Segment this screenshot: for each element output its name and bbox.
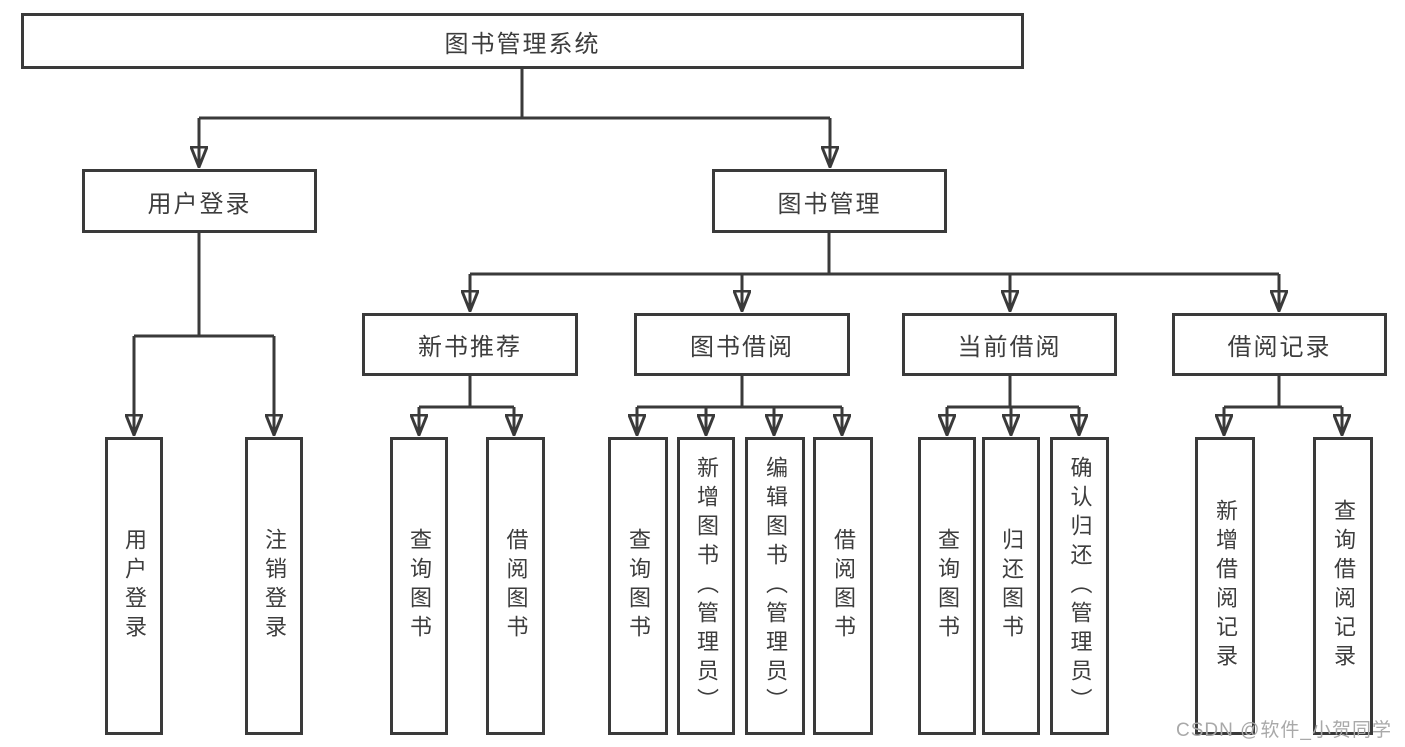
leaf-logout: 注销登录 (245, 437, 303, 735)
leaf-query-books-borrow: 查询图书 (608, 437, 668, 735)
csdn-watermark: CSDN @软件_小贺同学 (1176, 720, 1392, 741)
node-new-book-recommend: 新书推荐 (362, 313, 578, 376)
node-user-login: 用户登录 (82, 169, 317, 233)
leaf-query-books-current: 查询图书 (918, 437, 976, 735)
node-borrow-records: 借阅记录 (1172, 313, 1387, 376)
leaf-query-borrow-record: 查询借阅记录 (1313, 437, 1373, 735)
node-book-borrow: 图书借阅 (634, 313, 850, 376)
leaf-confirm-return-admin: 确认归还（管理员） (1050, 437, 1109, 735)
leaf-user-login: 用户登录 (105, 437, 163, 735)
leaf-return-books: 归还图书 (982, 437, 1040, 735)
leaf-borrow-books-recommend: 借阅图书 (486, 437, 545, 735)
node-book-management: 图书管理 (712, 169, 947, 233)
leaf-add-borrow-record: 新增借阅记录 (1195, 437, 1255, 735)
node-current-borrow: 当前借阅 (902, 313, 1117, 376)
node-library-system: 图书管理系统 (21, 13, 1024, 69)
leaf-edit-books-admin: 编辑图书（管理员） (745, 437, 805, 735)
leaf-borrow-books: 借阅图书 (813, 437, 873, 735)
leaf-query-books-recommend: 查询图书 (390, 437, 448, 735)
leaf-add-books-admin: 新增图书（管理员） (677, 437, 735, 735)
